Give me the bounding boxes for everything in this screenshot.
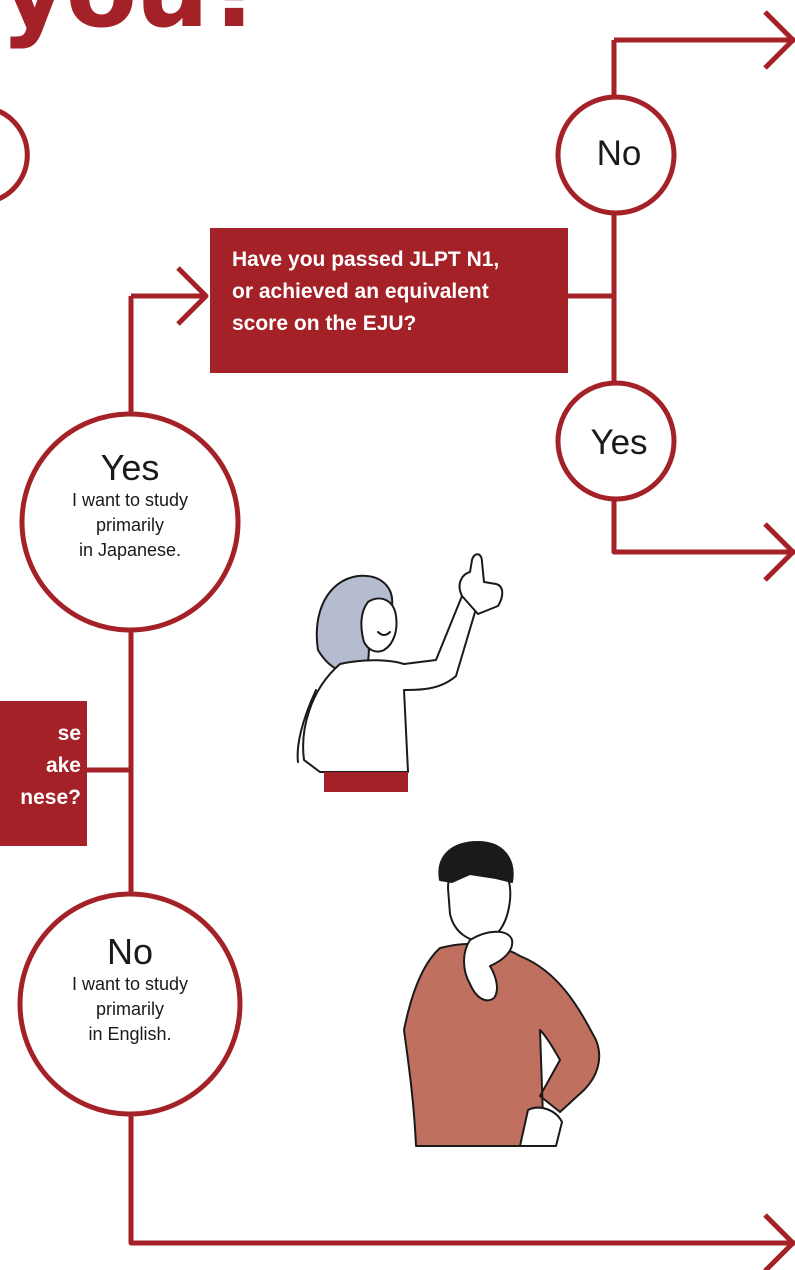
language-question-line-1: se xyxy=(57,722,81,745)
jlpt-question-line-1: Have you passed JLPT N1, xyxy=(232,248,500,271)
choice-yes-japanese-detail-1: I want to study xyxy=(71,490,189,510)
circle-no-english xyxy=(17,891,243,1117)
choice-yes-japanese-detail-2: primarily xyxy=(95,515,164,535)
choice-no-english-detail-1: I want to study xyxy=(71,974,189,994)
jlpt-question-line-2: or achieved an equivalent xyxy=(232,280,489,303)
arrow-top-right xyxy=(763,10,795,70)
man-sweater xyxy=(403,942,601,1147)
woman-torso xyxy=(302,595,479,773)
arrow-to-jlpt xyxy=(176,266,209,326)
choice-yes-japanese-detail-3: in Japanese. xyxy=(78,540,182,560)
man-hair xyxy=(438,841,514,883)
woman-skirt xyxy=(324,772,408,792)
choice-no-english-detail-3: in English. xyxy=(88,1024,172,1044)
woman-face xyxy=(360,597,398,653)
woman-hand xyxy=(458,553,504,615)
page-headline: you? xyxy=(0,0,268,42)
choice-jlpt-yes: Yes xyxy=(566,420,672,466)
choice-no-english-detail-2: primarily xyxy=(95,999,164,1019)
choice-no-english: No I want to study primarily in English. xyxy=(30,932,230,1047)
language-question-line-3: nese? xyxy=(20,786,81,809)
man-left-hand xyxy=(519,1106,563,1147)
choice-no-english-answer: No xyxy=(106,931,154,972)
arrow-bottom-right xyxy=(763,1213,795,1270)
choice-jlpt-no-answer: No xyxy=(596,134,642,173)
arrow-middle-right xyxy=(763,522,795,582)
choice-jlpt-yes-answer: Yes xyxy=(590,423,648,462)
man-thinking-illustration xyxy=(403,841,601,1147)
man-hand xyxy=(463,930,514,1002)
choice-yes-japanese-answer: Yes xyxy=(100,447,160,488)
partial-circle-edge xyxy=(0,109,30,201)
jlpt-question-box: Have you passed JLPT N1, or achieved an … xyxy=(210,228,568,373)
language-question-line-2: ake xyxy=(45,754,81,777)
choice-jlpt-no: No xyxy=(566,131,672,177)
circle-jlpt-no xyxy=(555,94,677,216)
woman-pointing-illustration xyxy=(296,553,504,792)
circle-yes-japanese xyxy=(19,411,241,633)
language-question-box: se ake nese? xyxy=(0,701,87,846)
jlpt-question-line-3: score on the EJU? xyxy=(232,312,417,335)
circle-jlpt-yes xyxy=(555,380,677,502)
choice-yes-japanese: Yes I want to study primarily in Japanes… xyxy=(30,448,230,563)
